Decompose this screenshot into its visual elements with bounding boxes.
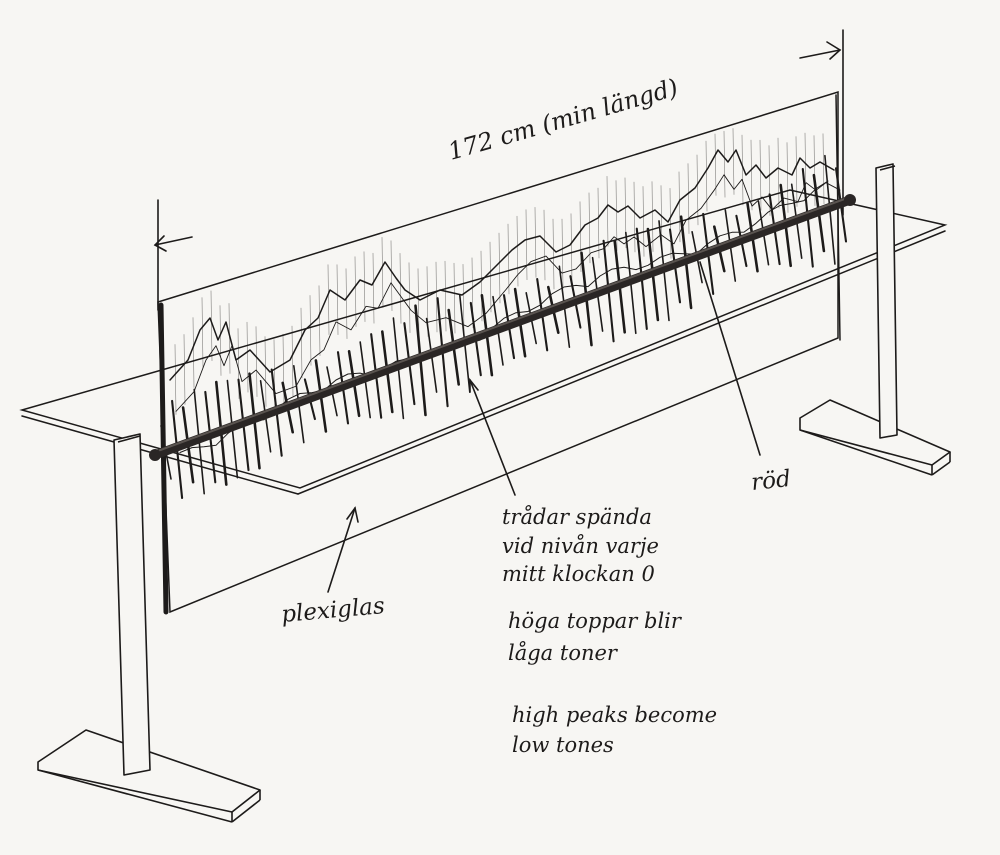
panel-hatch-line <box>390 240 393 312</box>
label-threads-line2: vid nivån varje <box>502 534 659 558</box>
plexiglas-pointer <box>327 507 356 593</box>
panel-hatch-line <box>633 181 636 253</box>
panel-hatch-line <box>255 326 258 397</box>
panel-hatch-line <box>597 187 600 259</box>
label-plexiglas: plexiglas <box>280 593 386 628</box>
panel-hatch-line <box>489 241 492 313</box>
right-stand <box>799 163 951 476</box>
panel-hatch-line <box>363 251 366 322</box>
panel-hatch-line <box>786 142 789 213</box>
panel-hatch-line <box>669 188 672 259</box>
panel-hatch-line <box>327 264 330 335</box>
panel-hatch-line <box>543 209 546 281</box>
panel-hatch-line <box>498 232 501 304</box>
label-threads-line1: trådar spända <box>502 505 652 529</box>
plexiglas-arrow-icon <box>346 506 359 523</box>
panel-hatch-line <box>732 128 735 195</box>
panel-hatch-line <box>795 136 798 207</box>
panel-hatch-line <box>228 303 231 374</box>
annotation-pointers <box>327 261 761 593</box>
note-sv-line1: höga toppar blir <box>508 609 683 633</box>
panel-hatch-line <box>345 268 348 339</box>
panel-hatch-line <box>570 213 573 284</box>
note-sv-line2: låga toner <box>508 641 619 665</box>
panel-hatch-line <box>219 305 222 376</box>
panel-hatch-line <box>651 181 654 252</box>
panel-hatch-line <box>525 209 528 281</box>
panel-hatch-line <box>705 140 708 212</box>
panel-hatch-line <box>399 253 402 324</box>
panel-hatch-line <box>480 250 483 322</box>
panel-hatch-line <box>723 130 726 198</box>
panel-hatch-line <box>318 285 321 356</box>
panel-hatch-line <box>768 145 771 216</box>
panel-hatch-line <box>192 317 195 388</box>
panel-hatch-line <box>210 290 213 362</box>
panel-hatch-line <box>777 137 780 209</box>
panel-hatch-line <box>444 260 447 332</box>
left-stand <box>37 433 261 823</box>
panel-hatch-line <box>408 262 411 333</box>
panel-hatch-line <box>606 176 609 247</box>
panel-hatch-line <box>615 180 618 251</box>
panel-hatch-line <box>354 256 357 327</box>
panel-hatch-line <box>300 307 303 379</box>
panel-hatch-line <box>687 163 690 234</box>
panel-hatch-line <box>246 321 249 393</box>
panel-hatch-line <box>714 133 717 196</box>
panel-hatch-line <box>642 186 645 257</box>
threads-pointer <box>469 379 516 496</box>
panel-hatch-line <box>741 134 744 206</box>
panel-hatch-line <box>750 139 753 211</box>
panel-hatch-line <box>462 263 465 335</box>
rod-pointer <box>699 261 761 456</box>
panel-hatch-line <box>336 264 339 335</box>
plexiglas-back-panel <box>157 90 841 615</box>
label-threads-line3: mitt klockan 0 <box>502 562 655 586</box>
panel-hatch-line <box>579 201 582 272</box>
panel-hatch-line <box>417 268 420 339</box>
panel-hatch-line <box>759 139 762 211</box>
panel-hatch-line <box>435 261 438 333</box>
mountain-profile-shadow <box>175 174 841 412</box>
note-en-line1: high peaks become <box>512 703 717 727</box>
mountain-profile <box>169 149 841 453</box>
panel-hatch-line <box>507 223 510 295</box>
rod <box>149 194 856 461</box>
panel-hatch-line <box>309 295 312 366</box>
panel-hatch-line <box>561 218 564 290</box>
panel-hatch-line <box>534 207 537 278</box>
panel-hatch-line <box>678 171 681 243</box>
rod-end-left <box>149 449 161 461</box>
threads-arrow-icon <box>469 377 479 393</box>
panel-hatch-line <box>552 218 555 290</box>
panel-hatch-line <box>174 344 177 415</box>
dimension-left-arrow-icon <box>153 235 193 252</box>
dimension-indicator <box>153 29 844 311</box>
dimension-right-arrow-icon <box>799 41 842 60</box>
mountain-profile-front <box>179 180 829 453</box>
panel-hatch-line <box>822 133 825 205</box>
mountain-profile-back <box>169 149 835 381</box>
panel-hatch-line <box>381 237 384 308</box>
label-rod: röd <box>750 466 792 496</box>
panel-hatch-line <box>813 135 816 206</box>
panel-hatch-line <box>588 192 591 264</box>
panel-hatch-line <box>453 262 456 334</box>
panel-hatch-line <box>696 154 699 226</box>
panel-hatch-line <box>183 334 186 405</box>
panel-hatch-line <box>201 297 204 368</box>
panel-hatch-line <box>264 336 267 407</box>
panel-hatch-line <box>372 252 375 324</box>
panel-hatch-line <box>291 325 294 397</box>
panel-hatch-line <box>516 215 519 287</box>
rod-end-right <box>844 194 856 206</box>
note-en-line2: low tones <box>512 733 614 757</box>
